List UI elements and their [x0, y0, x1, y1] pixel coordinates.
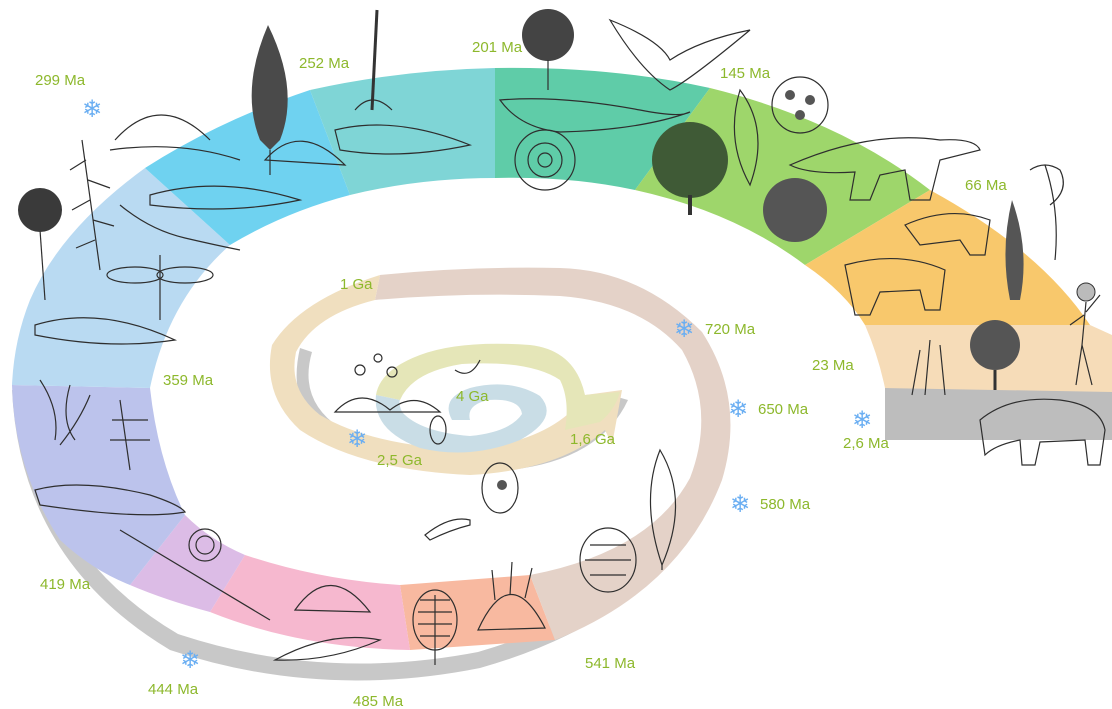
band-archean — [375, 384, 547, 453]
snowflake-icon: ❄ — [180, 646, 200, 674]
label-66-ma: 66 Ma — [965, 177, 1007, 194]
ediacaran-frond-illustration — [649, 448, 677, 570]
label-485-ma: 485 Ma — [353, 693, 404, 709]
ichthyosaur-illustration — [498, 98, 691, 133]
glaciation-markers: ❄ ❄ ❄ ❄ ❄ ❄ ❄ — [82, 95, 872, 674]
stromatolite-illustration — [333, 353, 442, 413]
label-2-5-ga: 2,5 Ga — [377, 452, 423, 469]
lycopsid-illustration — [354, 9, 393, 111]
human-illustration — [1069, 282, 1101, 386]
label-650-ma: 650 Ma — [758, 401, 809, 418]
pollen-illustration — [771, 76, 829, 134]
early-vertebrate-illustration — [424, 518, 471, 541]
snowflake-icon: ❄ — [730, 490, 750, 518]
band-triassic — [310, 68, 495, 195]
label-4-ga: 4 Ga — [456, 388, 489, 405]
palm-cycad-illustration — [522, 9, 574, 90]
elephant-illustration — [979, 398, 1106, 466]
dragonfly-illustration — [106, 255, 214, 320]
label-444-ma: 444 Ma — [148, 681, 199, 698]
amoeba-illustration — [481, 462, 519, 514]
amphibian-illustration — [34, 317, 178, 345]
band-carboniferous — [12, 168, 230, 388]
label-1-6-ga: 1,6 Ga — [570, 431, 616, 448]
inner-spiral — [269, 275, 622, 475]
label-145-ma: 145 Ma — [720, 65, 771, 82]
label-252-ma: 252 Ma — [299, 55, 350, 72]
band-neoproterozoic — [375, 267, 731, 640]
band-permian — [145, 90, 350, 245]
tree-illustration-carboniferous — [18, 188, 62, 301]
mammal-illustration — [844, 213, 991, 316]
reptile-illustration — [149, 185, 303, 210]
dickinsonia-illustration — [579, 527, 637, 593]
label-23-ma: 23 Ma — [812, 357, 854, 374]
label-580-ma: 580 Ma — [760, 496, 811, 513]
band-ordovician — [210, 555, 410, 650]
ammonoid-illustration — [188, 528, 222, 562]
broadleaf-tree-illustration — [652, 122, 728, 215]
time-labels: 299 Ma 252 Ma 201 Ma 145 Ma 66 Ma 23 Ma … — [35, 39, 1007, 709]
label-2-6-ma: 2,6 Ma — [843, 435, 890, 452]
crinoid-illustration — [39, 379, 150, 471]
snowflake-icon: ❄ — [347, 425, 367, 453]
urchin-illustration — [763, 178, 827, 242]
cypress-illustration — [1005, 200, 1024, 300]
band-paleoproterozoic — [376, 343, 620, 430]
leaf-illustration — [733, 88, 759, 187]
cell-illustration — [429, 359, 481, 445]
scallop-illustration — [293, 585, 372, 613]
dinosaur-illustration — [788, 137, 981, 201]
snowflake-icon: ❄ — [82, 95, 102, 123]
orthocone-illustration — [119, 529, 271, 621]
grass-tree-illustration — [911, 320, 1020, 396]
label-299-ma: 299 Ma — [35, 72, 86, 89]
clam-illustration — [263, 140, 347, 166]
label-419-ma: 419 Ma — [40, 576, 91, 593]
dimetrodon-illustration — [109, 114, 241, 161]
label-1-ga: 1 Ga — [340, 276, 373, 293]
bird-illustration — [608, 18, 751, 91]
band-cambrian — [400, 575, 555, 650]
archosaur-illustration — [334, 124, 473, 155]
label-720-ma: 720 Ma — [705, 321, 756, 338]
label-359-ma: 359 Ma — [163, 372, 214, 389]
label-541-ma: 541 Ma — [585, 655, 636, 672]
fish-illustration — [272, 636, 382, 661]
label-201-ma: 201 Ma — [472, 39, 523, 56]
tetrapod-illustration — [34, 484, 187, 516]
snowflake-icon: ❄ — [728, 395, 748, 423]
snowflake-icon: ❄ — [674, 315, 694, 343]
palm-tree-illustration — [1029, 164, 1064, 261]
snowflake-icon: ❄ — [852, 406, 872, 434]
fern-illustration — [69, 139, 115, 271]
trilobite-illustration — [412, 589, 458, 665]
ammonite-illustration — [514, 129, 576, 191]
millipede-illustration — [119, 204, 241, 251]
coral-illustration — [477, 561, 546, 631]
